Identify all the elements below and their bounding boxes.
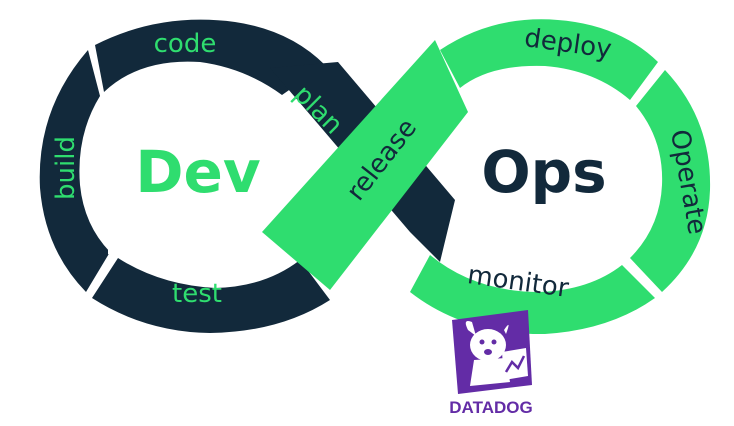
stage-test: test (172, 279, 222, 309)
ops-ring-bottom (410, 255, 655, 335)
dev-ring-bottom (92, 258, 330, 333)
stage-code: code (154, 29, 217, 59)
ops-loop (410, 19, 711, 335)
dev-loop (39, 19, 330, 333)
release-arrow (262, 40, 468, 290)
datadog-dog-logo-icon (452, 310, 532, 394)
dev-ring-inner-gap (100, 90, 118, 258)
crossing (262, 40, 468, 290)
stage-build: build (51, 136, 81, 200)
center-ops: Ops (481, 138, 606, 206)
ops-ring-top (440, 19, 658, 101)
center-dev: Dev (135, 138, 260, 206)
dev-ring-top (95, 19, 325, 96)
datadog-brand: DATADOG (449, 310, 533, 417)
ops-ring-right (630, 70, 711, 292)
datadog-wordmark: DATADOG (449, 398, 532, 417)
dev-ring-left (39, 50, 110, 292)
